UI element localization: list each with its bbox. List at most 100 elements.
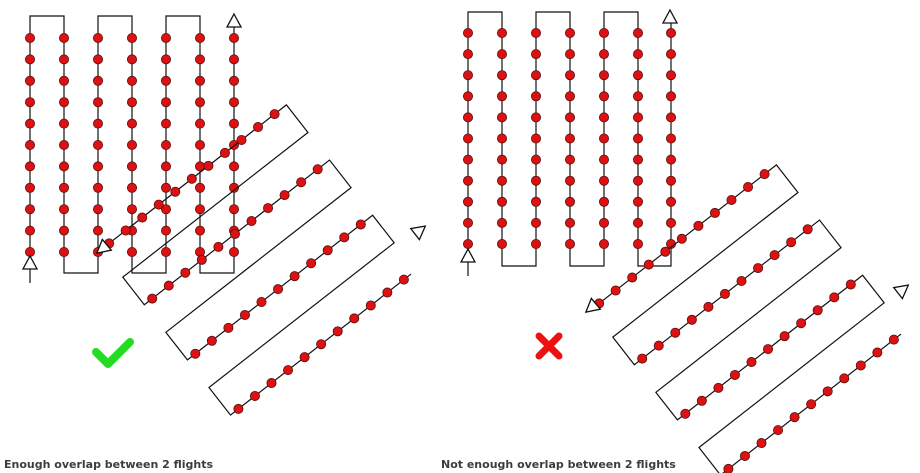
waypoint-dot bbox=[160, 97, 171, 108]
waypoint-dot bbox=[194, 75, 205, 86]
waypoint-dot bbox=[496, 133, 507, 144]
waypoint-dot bbox=[93, 97, 104, 108]
waypoint-dot bbox=[194, 139, 205, 150]
triangle-arrow-icon bbox=[225, 12, 243, 28]
waypoint-dot bbox=[565, 154, 576, 165]
waypoint-dot bbox=[696, 395, 707, 406]
waypoint-dot bbox=[59, 97, 70, 108]
waypoint-dot bbox=[203, 160, 214, 171]
waypoint-dot bbox=[713, 382, 724, 393]
waypoint-dot bbox=[186, 173, 197, 184]
waypoint-dot bbox=[496, 196, 507, 207]
waypoint-dot bbox=[736, 276, 747, 287]
waypoint-dot bbox=[228, 33, 239, 44]
waypoint-dot bbox=[855, 360, 866, 371]
waypoint-dot bbox=[228, 54, 239, 65]
waypoint-dot bbox=[666, 196, 677, 207]
waypoint-dot bbox=[24, 118, 35, 129]
waypoint-dot bbox=[773, 425, 784, 436]
panel-enough-overlap bbox=[21, 12, 427, 416]
waypoint-dot bbox=[599, 238, 610, 249]
waypoint-dot bbox=[180, 267, 191, 278]
waypoint-dot bbox=[228, 204, 239, 215]
waypoint-dot bbox=[194, 182, 205, 193]
waypoint-dot bbox=[565, 238, 576, 249]
waypoint-dot bbox=[496, 49, 507, 60]
waypoint-dot bbox=[633, 238, 644, 249]
flight-path bbox=[100, 104, 412, 416]
waypoint-dot bbox=[531, 196, 542, 207]
waypoint-dot bbox=[610, 285, 621, 296]
waypoint-dot bbox=[496, 154, 507, 165]
waypoint-dot bbox=[565, 70, 576, 81]
waypoint-dot bbox=[462, 27, 473, 38]
waypoint-dot bbox=[531, 70, 542, 81]
waypoint-dot bbox=[312, 164, 323, 175]
waypoint-dot bbox=[633, 27, 644, 38]
waypoint-dot bbox=[802, 224, 813, 235]
waypoint-dot bbox=[599, 49, 610, 60]
waypoint-dot bbox=[462, 217, 473, 228]
waypoint-dot bbox=[872, 347, 883, 358]
waypoint-dot bbox=[670, 327, 681, 338]
waypoint-dot bbox=[127, 75, 138, 86]
waypoint-dot bbox=[496, 91, 507, 102]
waypoint-dot bbox=[160, 33, 171, 44]
waypoint-dot bbox=[93, 161, 104, 172]
waypoint-dot bbox=[462, 196, 473, 207]
waypoint-dot bbox=[147, 293, 158, 304]
flight-path bbox=[590, 164, 902, 473]
waypoint-dot bbox=[196, 254, 207, 265]
waypoint-dot bbox=[170, 186, 181, 197]
waypoint-dot bbox=[59, 33, 70, 44]
waypoint-dot bbox=[666, 217, 677, 228]
waypoint-dot bbox=[666, 175, 677, 186]
waypoint-dot bbox=[194, 97, 205, 108]
waypoint-dot bbox=[496, 112, 507, 123]
waypoint-dot bbox=[599, 112, 610, 123]
waypoint-dot bbox=[194, 33, 205, 44]
waypoint-dot bbox=[228, 161, 239, 172]
waypoint-dot bbox=[462, 49, 473, 60]
waypoint-dot bbox=[746, 357, 757, 368]
waypoint-dot bbox=[266, 378, 277, 389]
waypoint-dot bbox=[59, 75, 70, 86]
waypoint-dot bbox=[653, 340, 664, 351]
waypoint-dot bbox=[190, 348, 201, 359]
triangle-arrow-icon bbox=[409, 225, 427, 241]
waypoint-dot bbox=[812, 305, 823, 316]
waypoint-dot bbox=[289, 271, 300, 282]
waypoint-dot bbox=[462, 175, 473, 186]
waypoint-dot bbox=[382, 287, 393, 298]
waypoint-dot bbox=[24, 54, 35, 65]
waypoint-dot bbox=[160, 182, 171, 193]
waypoint-dot bbox=[565, 91, 576, 102]
waypoint-dot bbox=[228, 246, 239, 257]
waypoint-dot bbox=[59, 246, 70, 257]
waypoint-dot bbox=[845, 279, 856, 290]
waypoint-dot bbox=[633, 154, 644, 165]
waypoint-dot bbox=[666, 133, 677, 144]
waypoint-dot bbox=[24, 139, 35, 150]
panel-not-enough-overlap bbox=[459, 8, 910, 473]
waypoint-dot bbox=[769, 250, 780, 261]
waypoint-dot bbox=[228, 97, 239, 108]
waypoint-dot bbox=[127, 97, 138, 108]
caption-enough-overlap: Enough overlap between 2 flights bbox=[4, 458, 214, 471]
waypoint-dot bbox=[263, 203, 274, 214]
waypoint-dot bbox=[127, 161, 138, 172]
waypoint-dot bbox=[565, 196, 576, 207]
waypoint-dot bbox=[726, 194, 737, 205]
waypoint-dot bbox=[709, 207, 720, 218]
waypoint-dot bbox=[160, 139, 171, 150]
waypoint-dot bbox=[59, 225, 70, 236]
waypoint-dot bbox=[531, 49, 542, 60]
waypoint-dot bbox=[93, 33, 104, 44]
waypoint-dot bbox=[223, 322, 234, 333]
waypoint-dot bbox=[160, 204, 171, 215]
waypoint-dot bbox=[565, 27, 576, 38]
waypoint-dot bbox=[627, 272, 638, 283]
waypoint-dot bbox=[666, 70, 677, 81]
waypoint-dot bbox=[213, 241, 224, 252]
waypoint-dot bbox=[269, 109, 280, 120]
